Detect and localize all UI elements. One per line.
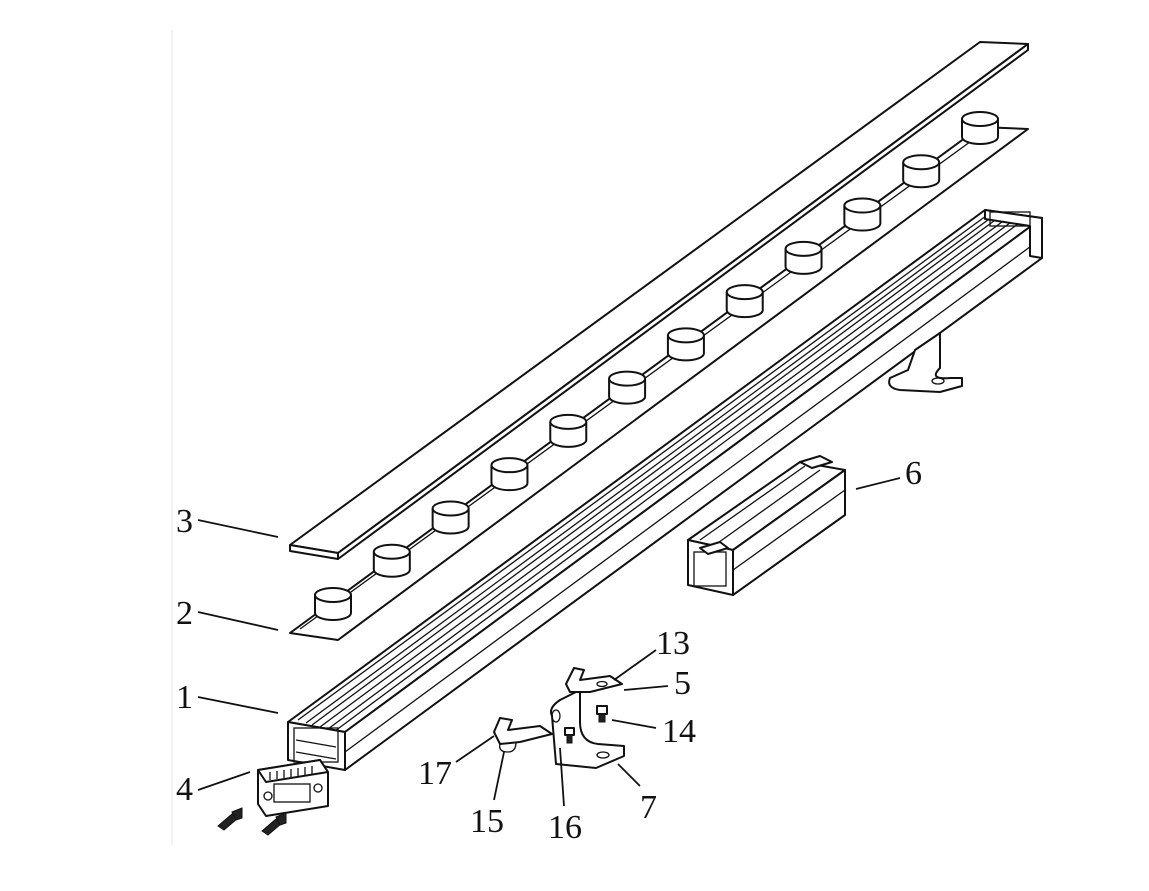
end-cap-teeth bbox=[269, 766, 313, 780]
part-1-housing-profile bbox=[287, 209, 1043, 771]
callout-13: 13 bbox=[656, 625, 690, 662]
leader-lines bbox=[197, 477, 901, 807]
led-lens bbox=[902, 154, 941, 189]
part-16-screw bbox=[564, 727, 575, 744]
led-lens bbox=[784, 240, 823, 275]
callout-17: 17 bbox=[418, 755, 452, 792]
led-lens-row bbox=[314, 111, 999, 621]
callout-2: 2 bbox=[176, 595, 193, 632]
part-14-screw bbox=[596, 705, 608, 723]
part-2-led-board bbox=[289, 111, 1029, 641]
led-lens bbox=[490, 457, 529, 492]
callout-14: 14 bbox=[662, 713, 696, 750]
callout-7: 7 bbox=[640, 789, 657, 826]
led-lens bbox=[549, 413, 588, 448]
led-lens bbox=[843, 197, 882, 232]
led-lens bbox=[666, 327, 705, 362]
callout-16: 16 bbox=[548, 809, 582, 846]
screw-left bbox=[217, 807, 243, 831]
part-3-cover-plate bbox=[289, 41, 1029, 560]
callout-4: 4 bbox=[176, 771, 193, 808]
callout-5: 5 bbox=[674, 665, 691, 702]
screw-right bbox=[261, 812, 287, 836]
callout-1: 1 bbox=[176, 679, 193, 716]
part-5-clip bbox=[565, 667, 623, 693]
callout-15: 15 bbox=[470, 803, 504, 840]
led-lens bbox=[431, 500, 470, 535]
led-lens bbox=[314, 587, 352, 621]
led-lens bbox=[961, 111, 999, 145]
part-4-end-cap bbox=[257, 759, 329, 817]
part-17-small-clip bbox=[493, 717, 553, 753]
part-7-mounting-bracket bbox=[550, 689, 625, 769]
part-6-connector-housing bbox=[687, 455, 846, 596]
callout-6: 6 bbox=[905, 455, 922, 492]
led-lens bbox=[725, 284, 764, 319]
led-lens bbox=[372, 543, 411, 578]
led-lens bbox=[608, 370, 647, 405]
callout-3: 3 bbox=[176, 503, 193, 540]
callout-labels: 1 2 3 4 5 6 7 13 14 15 16 17 bbox=[176, 455, 922, 846]
